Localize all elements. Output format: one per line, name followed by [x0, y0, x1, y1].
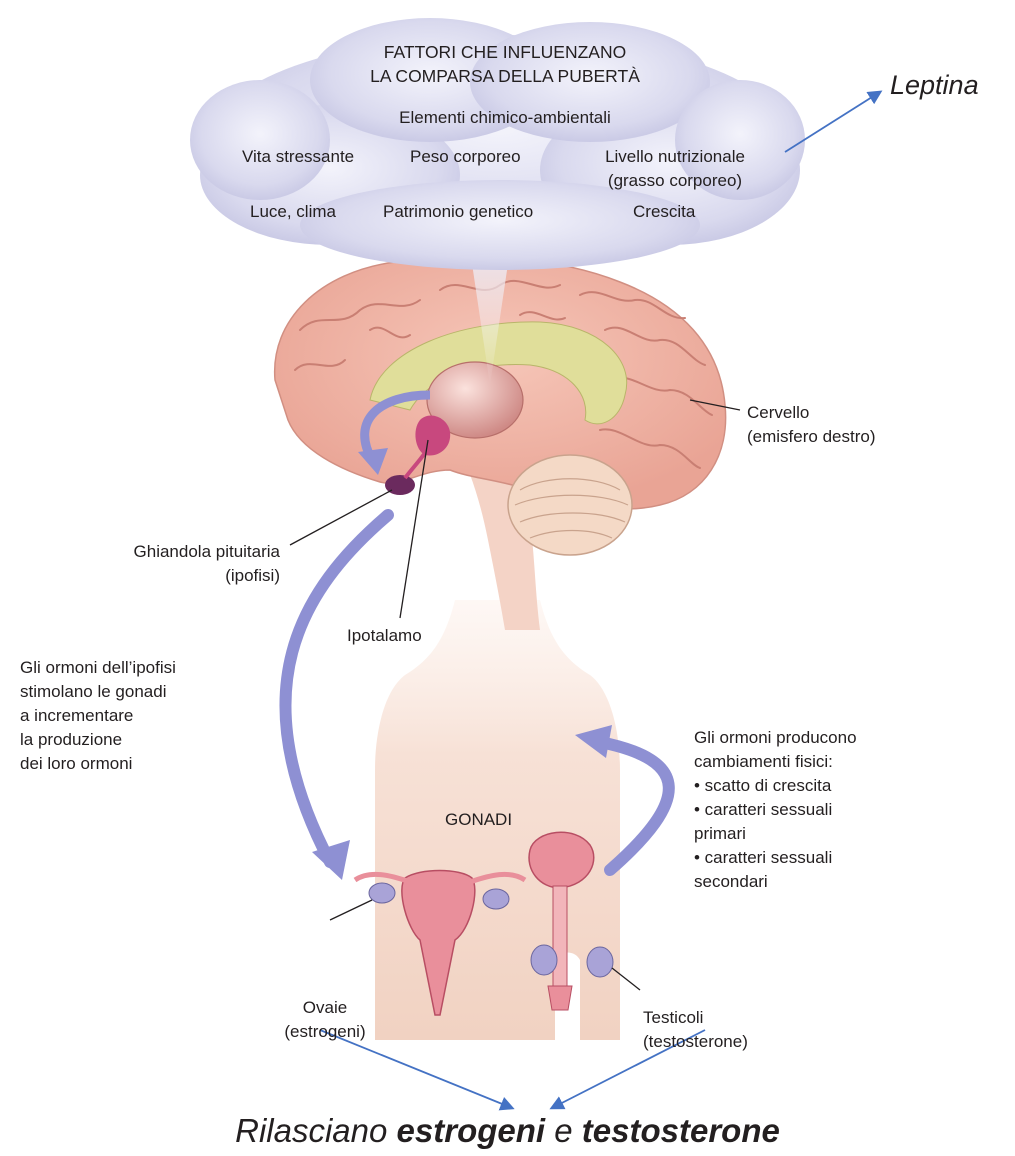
factor-growth: Crescita	[633, 200, 695, 224]
testes-label: Testicoli (testosterone)	[643, 1006, 748, 1054]
physical-changes-description: Gli ormoni producono cambiamenti fisici:…	[694, 726, 857, 894]
brain-label: Cervello (emisfero destro)	[747, 401, 875, 449]
cloud-title-line2: LA COMPARSA DELLA PUBERTÀ	[350, 64, 660, 88]
left-text-line1: Gli ormoni dell’ipofisi	[20, 656, 176, 680]
right-testicle	[587, 947, 613, 977]
caption-estrogens: estrogeni	[397, 1112, 546, 1149]
left-text-line2: stimolano le gonadi	[20, 680, 176, 704]
bottom-caption: Rilasciano estrogeni e testosterone	[150, 1110, 865, 1152]
right-text-bullet2: • caratteri sessuali	[694, 798, 857, 822]
caption-testosterone: testosterone	[582, 1112, 780, 1149]
brain-label-line1: Cervello	[747, 401, 875, 425]
factor-chemical-environmental: Elementi chimico-ambientali	[350, 106, 660, 130]
downward-hormone-arrow	[285, 515, 388, 862]
left-testicle	[531, 945, 557, 975]
factor-nutrition-line1: Livello nutrizionale	[570, 145, 780, 169]
pituitary-hormones-description: Gli ormoni dell’ipofisi stimolano le gon…	[20, 656, 176, 776]
testes-label-line1: Testicoli	[643, 1006, 748, 1030]
cerebellum	[508, 455, 632, 555]
factor-light-climate: Luce, clima	[250, 200, 336, 224]
ovaries-label: Ovaie (estrogeni)	[255, 996, 395, 1044]
pituitary-label-line2: (ipofisi)	[20, 564, 280, 588]
pituitary-label-line1: Ghiandola pituitaria	[20, 540, 280, 564]
factor-genetics: Patrimonio genetico	[383, 200, 533, 224]
right-ovary	[483, 889, 509, 909]
factor-nutrition: Livello nutrizionale (grasso corporeo)	[570, 145, 780, 193]
pituitary-label: Ghiandola pituitaria (ipofisi)	[20, 540, 280, 588]
right-text-bullet2-cont: primari	[694, 822, 857, 846]
right-text-line2: cambiamenti fisici:	[694, 750, 857, 774]
brain-label-line2: (emisfero destro)	[747, 425, 875, 449]
caption-part1: Rilasciano	[235, 1112, 396, 1149]
factor-stressful-life: Vita stressante	[242, 145, 354, 169]
right-text-line1: Gli ormoni producono	[694, 726, 857, 750]
right-text-bullet3-cont: secondari	[694, 870, 857, 894]
cloud-title: FATTORI CHE INFLUENZANO LA COMPARSA DELL…	[350, 40, 660, 88]
ovaries-label-line1: Ovaie	[255, 996, 395, 1020]
factor-nutrition-line2: (grasso corporeo)	[570, 169, 780, 193]
gonads-label: GONADI	[445, 808, 512, 832]
caption-and: e	[545, 1112, 582, 1149]
hypothalamus-label: Ipotalamo	[347, 624, 422, 648]
leptin-label: Leptina	[890, 68, 979, 102]
right-text-bullet3: • caratteri sessuali	[694, 846, 857, 870]
testes-label-line2: (testosterone)	[643, 1030, 748, 1054]
right-text-bullet1: • scatto di crescita	[694, 774, 857, 798]
left-ovary	[369, 883, 395, 903]
ovaries-label-line2: (estrogeni)	[255, 1020, 395, 1044]
cloud-title-line1: FATTORI CHE INFLUENZANO	[350, 40, 660, 64]
left-text-line3: a incrementare	[20, 704, 176, 728]
left-text-line5: dei loro ormoni	[20, 752, 176, 776]
factor-body-weight: Peso corporeo	[410, 145, 521, 169]
left-text-line4: la produzione	[20, 728, 176, 752]
